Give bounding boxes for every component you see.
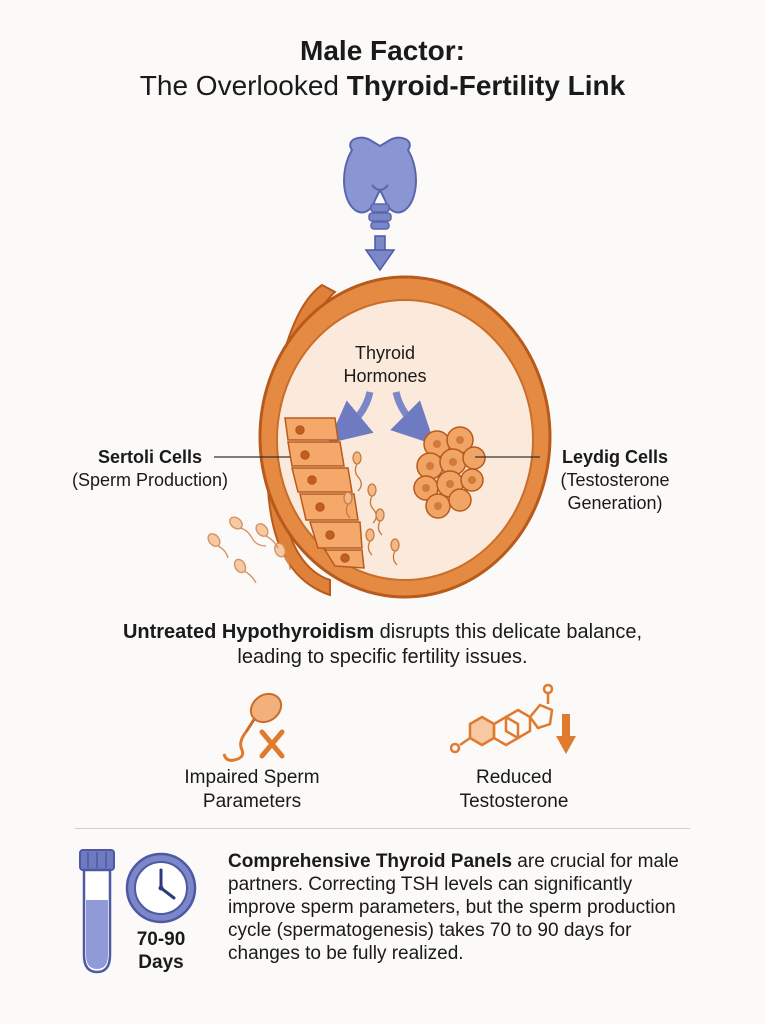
sperm-cells: [343, 451, 400, 566]
timeline-days-label: 70-90 Days: [136, 929, 186, 973]
title-line-1: Male Factor:: [300, 35, 465, 66]
steroid-down-icon: [449, 683, 576, 754]
thyroid-panel-note: Comprehensive Thyroid Panels are crucial…: [228, 851, 679, 964]
hormone-arrow-right: [390, 391, 435, 445]
title-line-2: The Overlooked Thyroid-Fertility Link: [139, 70, 626, 101]
sertoli-cells-illustration: [284, 417, 365, 569]
sertoli-cells-label: Sertoli Cells (Sperm Production): [71, 447, 229, 490]
issue-reduced-testosterone: Reduced Testosterone: [459, 767, 569, 812]
leydig-cells-label: Leydig Cells (Testosterone Generation): [560, 447, 670, 513]
escaping-sperm: [207, 516, 291, 584]
leydig-cells-illustration: [413, 426, 486, 519]
page-title: Male Factor: The Overlooked Thyroid-Fert…: [0, 34, 765, 104]
sperm-cross-icon: [222, 692, 285, 762]
test-tube-icon: [79, 849, 115, 974]
clock-icon: [125, 852, 197, 924]
down-arrow-icon: [364, 235, 396, 272]
hypothyroidism-description: Untreated Hypothyroidism disrupts this d…: [122, 621, 643, 668]
thyroid-hormones-label: Thyroid Hormones: [343, 343, 427, 386]
issue-impaired-sperm: Impaired Sperm Parameters: [184, 767, 320, 812]
thyroid-gland-icon: [343, 136, 417, 230]
section-divider: [75, 828, 690, 829]
hormone-arrow-left: [327, 391, 374, 444]
